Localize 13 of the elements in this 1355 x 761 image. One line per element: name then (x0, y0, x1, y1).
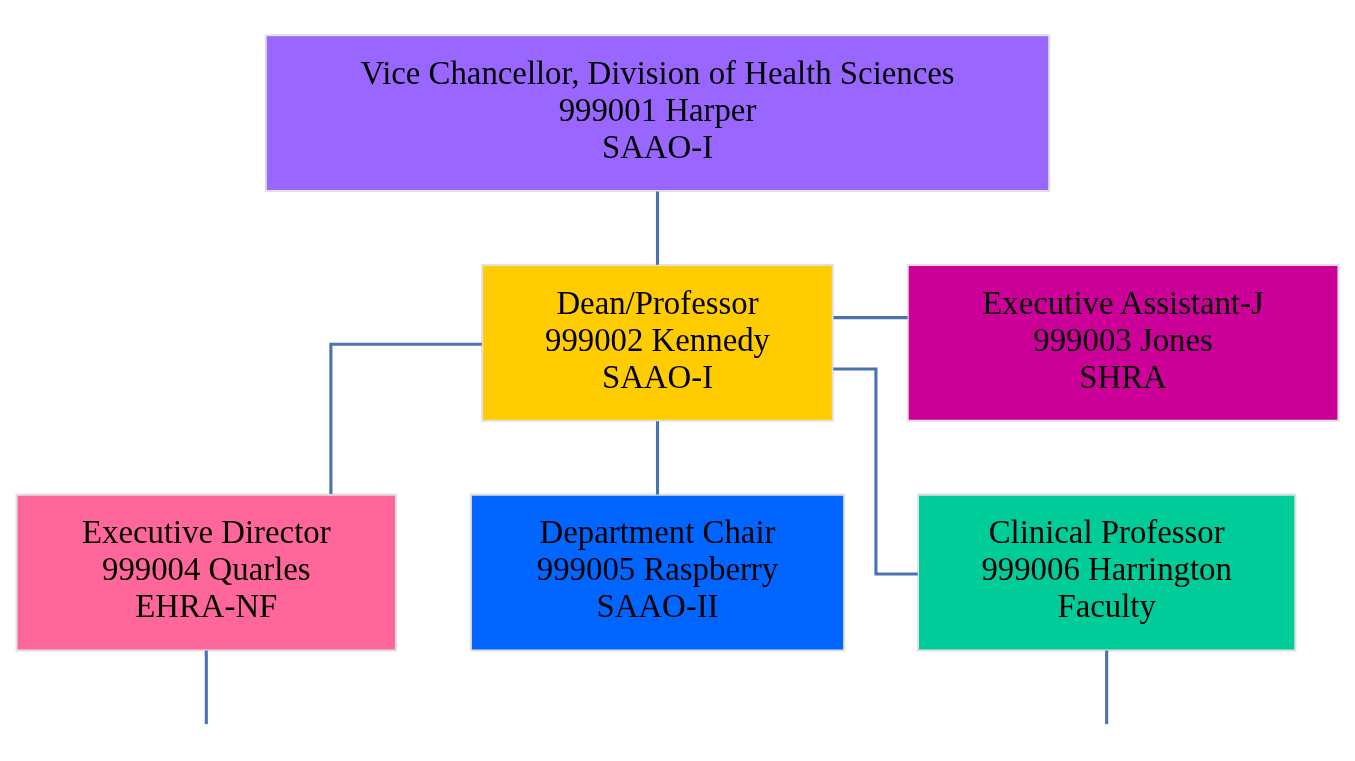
connector (655, 191, 660, 265)
connector (833, 316, 908, 320)
node-box: Vice Chancellor, Division of Health Sciences 999001 Harper SAAO-I (264, 34, 1051, 193)
connector (329, 342, 482, 494)
connector (833, 367, 918, 576)
node-box: Department Chair 999005 Raspberry SAAO-II (469, 493, 846, 652)
node-box: Executive Director 999004 Quarles EHRA-NF (15, 493, 398, 652)
connector (1105, 650, 1109, 725)
node-box: Executive Assistant-J 999003 Jones SHRA (906, 263, 1340, 422)
node-box: Clinical Professor 999006 Harrington Faculty (916, 493, 1297, 652)
node-box: Dean/Professor 999002 Kennedy SAAO-I (481, 263, 834, 422)
connector (655, 421, 660, 495)
connector (204, 650, 208, 725)
